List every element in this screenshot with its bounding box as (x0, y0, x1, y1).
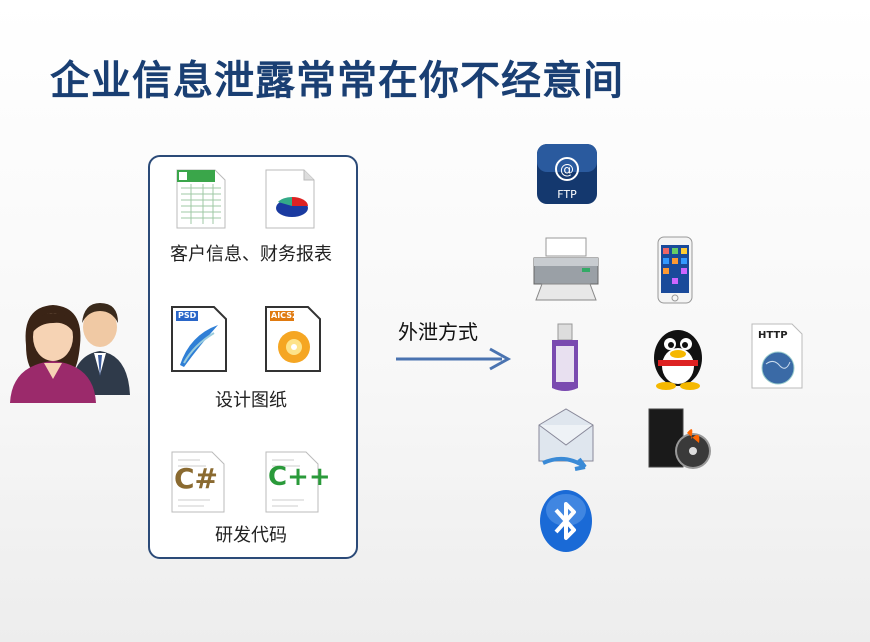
bluetooth-icon (540, 490, 592, 552)
http-label: HTTP (758, 330, 788, 341)
psd-file-icon (171, 306, 227, 372)
csharp-label: C# (174, 462, 219, 495)
psd-label: PSD (178, 311, 197, 320)
people-icon (10, 303, 130, 403)
csharp-file-icon (171, 451, 225, 513)
pie-chart-doc-icon (265, 169, 315, 229)
group1-caption: 客户信息、财务报表 (170, 244, 332, 265)
dvd-burner-icon (648, 408, 711, 469)
ai-file-icon (265, 306, 321, 372)
spreadsheet-icon (176, 169, 226, 229)
cpp-label: C++ (268, 462, 331, 492)
printer-icon (533, 237, 599, 301)
phone-icon (657, 236, 693, 304)
page-title: 企业信息泄露常常在你不经意间 (50, 58, 624, 104)
ai-label: AICS2 (271, 311, 298, 320)
cpp-file-icon (265, 451, 319, 513)
arrow-icon (396, 347, 512, 371)
qq-penguin-icon (654, 330, 702, 390)
usb-drive-icon (552, 323, 578, 391)
ftp-icon: @ (537, 144, 597, 204)
ftp-label: FTP (557, 188, 577, 201)
arrow-label: 外泄方式 (398, 320, 478, 344)
group2-caption: 设计图纸 (215, 390, 287, 411)
group3-caption: 研发代码 (215, 525, 287, 546)
http-doc-icon (751, 323, 803, 389)
email-icon (538, 408, 594, 471)
svg-text:@: @ (560, 162, 574, 178)
